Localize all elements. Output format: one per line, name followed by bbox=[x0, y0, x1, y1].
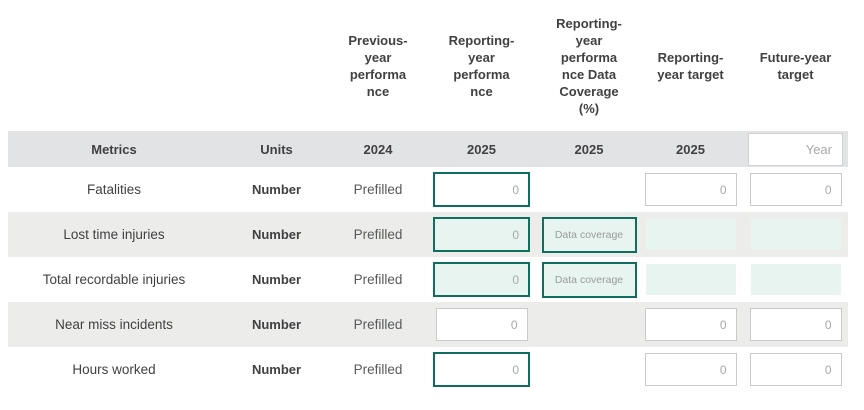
future-target-input[interactable] bbox=[749, 308, 842, 341]
metrics-table: Previous- year performa nce Reporting- y… bbox=[8, 0, 848, 392]
subheader-units: Units bbox=[260, 141, 293, 157]
metric-label: Hours worked bbox=[72, 362, 156, 377]
previous-year-value: Prefilled bbox=[353, 317, 403, 332]
unit-label: Number bbox=[251, 272, 302, 287]
data-coverage-button[interactable]: Data coverage bbox=[541, 216, 637, 253]
performance-input[interactable] bbox=[433, 352, 530, 387]
unit-label: Number bbox=[251, 227, 302, 242]
target-cell-disabled bbox=[645, 219, 736, 250]
header-reporting-year-target: Reporting- year target bbox=[657, 49, 724, 82]
previous-year-value: Prefilled bbox=[353, 227, 403, 242]
subheader-year-2025-performance: 2025 bbox=[467, 141, 496, 157]
performance-input[interactable] bbox=[433, 172, 530, 207]
subheader-year-2025-target: 2025 bbox=[676, 141, 705, 157]
header-spacer-units bbox=[220, 0, 333, 131]
target-cell-disabled bbox=[645, 264, 736, 295]
header-previous-year-performance: Previous- year performa nce bbox=[348, 32, 408, 99]
unit-label: Number bbox=[251, 317, 302, 332]
target-input[interactable] bbox=[644, 353, 737, 386]
coverage-cell-empty bbox=[540, 167, 638, 212]
previous-year-value: Prefilled bbox=[353, 272, 403, 287]
coverage-cell-empty bbox=[540, 302, 638, 347]
target-input[interactable] bbox=[644, 308, 737, 341]
future-target-cell-disabled bbox=[750, 219, 841, 250]
future-target-year-input[interactable] bbox=[748, 132, 843, 166]
metric-label: Near miss incidents bbox=[55, 317, 173, 332]
previous-year-value: Prefilled bbox=[353, 182, 403, 197]
subheader-metrics: Metrics bbox=[91, 141, 137, 157]
future-target-cell-disabled bbox=[750, 264, 841, 295]
metric-label: Lost time injuries bbox=[63, 227, 165, 242]
future-target-input[interactable] bbox=[749, 353, 842, 386]
header-reporting-year-performance: Reporting- year performa nce bbox=[448, 32, 515, 99]
coverage-cell-empty bbox=[540, 347, 638, 392]
performance-input[interactable] bbox=[433, 217, 530, 252]
previous-year-value: Prefilled bbox=[353, 362, 403, 377]
unit-label: Number bbox=[251, 182, 302, 197]
metric-label: Fatalities bbox=[86, 182, 142, 197]
subheader-year-2024: 2024 bbox=[363, 141, 393, 157]
header-reporting-year-data-coverage: Reporting- year performa nce Data Covera… bbox=[556, 15, 622, 116]
unit-label: Number bbox=[251, 362, 302, 377]
performance-input[interactable] bbox=[435, 308, 528, 341]
performance-input[interactable] bbox=[433, 262, 530, 297]
metric-label: Total recordable injuries bbox=[42, 272, 186, 287]
future-target-input[interactable] bbox=[749, 173, 842, 206]
header-spacer-metrics bbox=[8, 0, 220, 131]
data-coverage-button[interactable]: Data coverage bbox=[541, 261, 637, 298]
subheader-year-2025-coverage: 2025 bbox=[574, 141, 604, 157]
target-input[interactable] bbox=[644, 173, 737, 206]
header-future-year-target: Future-year target bbox=[759, 49, 832, 82]
